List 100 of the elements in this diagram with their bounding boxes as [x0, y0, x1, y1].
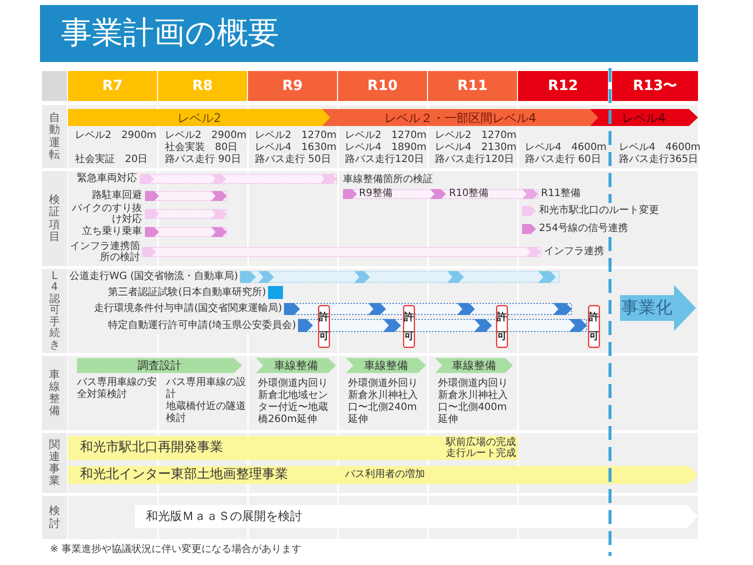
project-label: 和光北インター東部土地画整理事業: [80, 468, 288, 482]
level-banner: [68, 109, 331, 126]
task-label: R10整備: [449, 188, 489, 200]
level-label: レベル２・一部区間レベル4: [384, 110, 536, 124]
chevron-icon: [553, 303, 572, 315]
chevron-icon: [538, 271, 556, 283]
phase-label: 車線整備: [274, 359, 318, 372]
chevron-icon: [211, 209, 227, 219]
permit-label: 許可: [319, 310, 329, 344]
task-label: R11整備: [541, 188, 581, 200]
chevron-icon: [142, 247, 156, 257]
task-label: 公道走行WG (国交省物流・自動車局): [69, 271, 238, 283]
chevron-icon: [569, 319, 587, 332]
stat-text: レベル4 2130m: [435, 142, 517, 154]
stat-text: 路バス走行 50日: [255, 154, 331, 166]
stat-text: 路バス走行 90日: [165, 154, 241, 166]
permit-label: 許可: [404, 310, 414, 344]
description-text: 地蔵橋付近の隧道検討: [166, 401, 246, 425]
year-header-cell: [248, 71, 337, 101]
year-label: R12: [548, 78, 578, 94]
stat-text: 路バス走行120日: [345, 154, 424, 166]
project-bar: [135, 505, 698, 528]
project-label: 和光版ＭａａＳの展開を検討: [146, 510, 302, 523]
footnote: ※ 事業進捗や協議状況に伴い変更になる場合があります: [50, 544, 302, 556]
stat-text: 社会実装 80日: [165, 142, 238, 154]
task-label: 路駐車回避: [92, 190, 142, 202]
stat-text: 社会実証 20日: [75, 154, 148, 166]
description-text: バス専用車線の設計: [166, 377, 246, 400]
category-label: 検証項目: [49, 194, 60, 243]
task-label: 和光市駅北口のルート変更: [539, 205, 659, 217]
level-label: レベル2: [178, 110, 222, 124]
permit-box: [588, 305, 600, 348]
year-header-cell: [68, 71, 157, 101]
permit-box: [403, 305, 415, 348]
year-label: R7: [102, 78, 123, 94]
chevron-icon: [145, 191, 159, 201]
category-label: 車線整備: [49, 368, 60, 418]
chevron-icon: [140, 174, 154, 184]
phase-band: [256, 358, 336, 373]
project-label: 和光市駅北口再開発事業: [80, 441, 223, 455]
permit-box: [496, 305, 508, 348]
category-label: 検討: [49, 505, 60, 530]
category-label: 関連事業: [49, 438, 60, 488]
chevron-icon: [447, 271, 464, 283]
year-header-cell: [612, 71, 698, 101]
description-text: 外環側道外回り新倉氷川神社入口〜北側240m延伸: [348, 378, 419, 426]
project-bar: [68, 466, 698, 484]
chevron-icon: [211, 191, 227, 201]
year-label: R13〜: [632, 78, 678, 94]
chevron-icon: [343, 189, 357, 199]
category-label: 自動運転: [49, 112, 60, 161]
page-title: 事業計画の概要: [61, 14, 279, 53]
chevron-icon: [145, 227, 159, 237]
task-label: 立ち乗り乗車: [82, 226, 142, 238]
bar-note: バス利用者の増加: [345, 469, 425, 480]
description-text: 外環側道内回り新倉氷川神社入口〜北側400m延伸: [438, 378, 509, 426]
stat-text: レベル2 1270m: [345, 130, 427, 142]
stat-text: レベル2 1270m: [255, 130, 337, 142]
phase-label: 車線整備: [364, 359, 408, 372]
chevron-icon: [258, 271, 274, 283]
chevron-icon: [430, 189, 446, 199]
category-label: L4認可手続き: [49, 270, 60, 352]
stat-text: レベル2 2900m: [75, 130, 157, 142]
chevron-icon: [522, 189, 538, 199]
stat-text: レベル4 1630m: [255, 142, 337, 154]
permit-label: 許可: [589, 310, 599, 344]
chevron-icon: [522, 224, 536, 234]
stat-text: レベル4 4600m: [619, 142, 701, 154]
chevron-icon: [474, 319, 492, 332]
stat-text: レベル2 1270m: [435, 130, 517, 142]
year-header-cell: [518, 71, 608, 101]
description-text: 外環側道内回り新倉北地域センター付近〜地蔵橋260m延伸: [258, 378, 329, 426]
milestone-note: 駅前広場の完成: [446, 437, 516, 448]
task-label: 緊急車両対応: [77, 173, 137, 185]
arrow-label: 事業化: [622, 298, 672, 318]
stat-text: 路バス走行120日: [435, 154, 514, 166]
year-header-cell: [428, 71, 517, 101]
year-header-cell: [158, 71, 247, 101]
level-banner: [322, 109, 599, 126]
task-label: 254号線の信号連携: [539, 223, 628, 235]
chevron-icon: [211, 227, 227, 237]
task-label: 第三者認証試験(日本自動車研究所): [108, 287, 266, 299]
category-cell: [42, 433, 67, 493]
chevron-icon: [298, 319, 313, 332]
year-label: R8: [192, 78, 213, 94]
project-bar: [68, 436, 518, 460]
task-label: 特定自動運行許可申請(埼玉県公安委員会): [108, 320, 296, 332]
chevron-icon: [526, 247, 541, 257]
year-header-cell: [338, 71, 427, 101]
level-label: レベル4: [622, 110, 666, 124]
chevron-icon: [368, 303, 386, 315]
phase-label: 車線整備: [452, 359, 496, 372]
stat-text: 路バス走行365日: [619, 154, 698, 166]
phase-band: [77, 358, 242, 373]
section-note: 車線整備箇所の検証: [343, 174, 433, 186]
stat-text: レベル2 2900m: [165, 130, 247, 142]
phase-label: 調査設計: [138, 359, 182, 372]
permit-box: [318, 305, 330, 348]
category-cell: [42, 105, 67, 168]
square-icon: [268, 286, 283, 299]
